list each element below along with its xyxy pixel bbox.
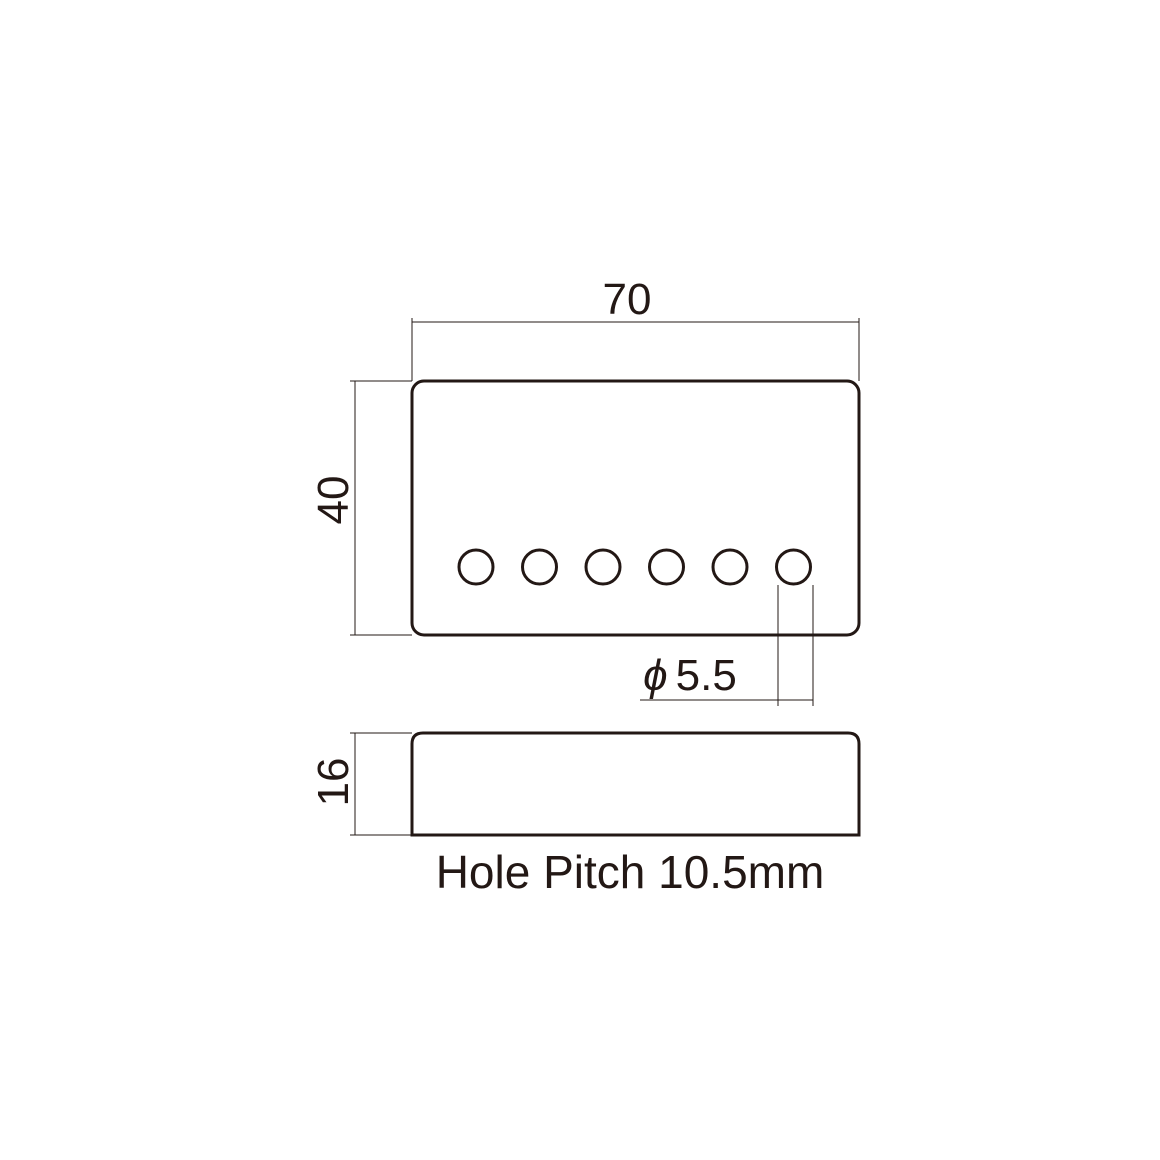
diameter-value: 5.5: [676, 651, 737, 700]
diameter-symbol: ϕ: [643, 651, 667, 700]
height-dimension: 40: [309, 380, 412, 636]
width-dimension-label: 70: [603, 275, 652, 324]
side-height-dimension-label: 16: [309, 758, 358, 807]
pole-piece-hole: [648, 548, 685, 586]
pole-piece-hole: [584, 548, 622, 586]
height-dimension-label: 40: [309, 476, 358, 525]
pole-piece-hole: [711, 548, 749, 586]
pole-piece-hole: [775, 548, 812, 586]
pole-piece-holes: [457, 548, 812, 586]
hole-pitch-note: Hole Pitch 10.5mm: [436, 846, 825, 898]
pole-piece-hole: [521, 548, 558, 586]
top-view-outline: [410, 379, 861, 637]
width-dimension: 70: [411, 275, 860, 381]
pole-piece-hole: [457, 548, 495, 586]
side-height-dimension: 16: [309, 732, 412, 836]
side-view-outline: [410, 731, 861, 837]
